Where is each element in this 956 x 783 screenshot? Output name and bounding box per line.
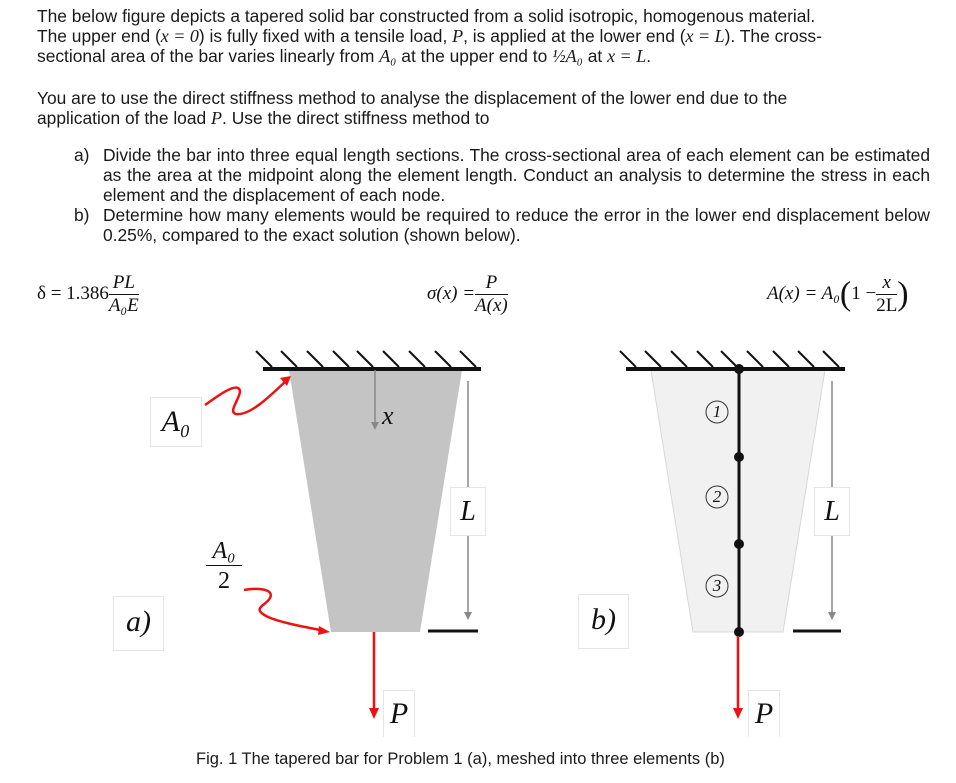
intro-line-1: The below figure depicts a tapered solid… (37, 6, 816, 26)
element-2-label: 2 (712, 487, 722, 506)
bottom-area-label: A₀ 2 (206, 537, 242, 596)
panel-a (204, 350, 481, 719)
panel-a-label: a) (113, 596, 164, 651)
load-label-b: P (748, 690, 780, 737)
bottom-area-pointer-head (318, 626, 330, 635)
element-1-circle (705, 400, 729, 424)
panel-b-label: b) (578, 594, 629, 649)
task-line-2: application of the load P. Use the direc… (37, 108, 490, 128)
figure-caption: Fig. 1 The tapered bar for Problem 1 (a)… (196, 750, 725, 768)
element-3-label: 3 (712, 576, 722, 595)
element-2-circle (705, 485, 729, 509)
fixed-support-hatching-b (619, 350, 840, 368)
tapered-bar-a (289, 370, 462, 632)
question-a-text: Divide the bar into three equal length s… (103, 145, 930, 205)
question-b: b) Determine how many elements would be … (74, 205, 930, 245)
load-label-a: P (383, 690, 415, 737)
length-arrow-head-a (464, 612, 472, 620)
intro-line-3: sectional area of the bar varies linearl… (37, 46, 652, 66)
task-paragraph: You are to use the direct stiffness meth… (37, 88, 930, 128)
task-line-1: You are to use the direct stiffness meth… (37, 88, 788, 108)
intro-line-2: The upper end (x = 0) is fully fixed wit… (37, 26, 822, 46)
question-b-text: Determine how many elements would be req… (103, 205, 930, 245)
element-1-label: 1 (712, 402, 722, 421)
fixed-support-hatching-a (255, 350, 477, 368)
top-area-pointer-head (280, 376, 291, 386)
load-arrow-head-b (733, 708, 743, 719)
panel-b (619, 350, 845, 719)
length-label-a: L (450, 487, 486, 536)
bottom-area-pointer (243, 587, 321, 632)
question-list: a) Divide the bar into three equal lengt… (74, 145, 930, 245)
node-1 (734, 364, 744, 374)
length-arrow-head-b (828, 612, 836, 620)
question-a: a) Divide the bar into three equal lengt… (74, 145, 930, 205)
intro-paragraph: The below figure depicts a tapered solid… (37, 6, 930, 66)
node-2 (734, 452, 744, 462)
node-4 (734, 627, 744, 637)
x-arrow-head (371, 422, 379, 430)
top-area-pointer (204, 379, 288, 416)
question-a-label: a) (74, 145, 90, 165)
top-area-label: A₀ (150, 397, 202, 447)
length-label-b: L (814, 487, 850, 536)
node-3 (734, 539, 744, 549)
x-axis-label: x (382, 401, 394, 430)
element-3-circle (705, 574, 729, 598)
load-arrow-head-a (369, 708, 379, 719)
question-b-label: b) (74, 205, 90, 225)
